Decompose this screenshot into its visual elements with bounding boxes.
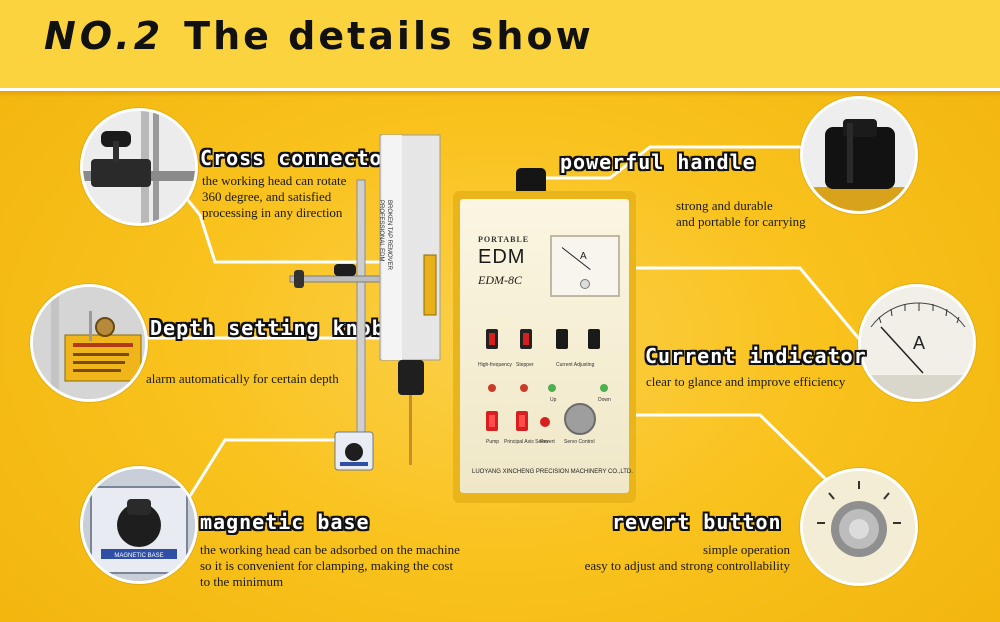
- heading-revert-button: revert button: [612, 510, 782, 534]
- switch-current-adjust-1[interactable]: [556, 329, 568, 349]
- desc-line: easy to adjust and strong controllabilit…: [584, 558, 790, 573]
- desc-line: strong and durable: [676, 198, 773, 213]
- switch-high-frequency[interactable]: [486, 329, 498, 349]
- meter-unit-label: A: [913, 333, 925, 353]
- label-current-adjusting: Current Adjusting: [556, 362, 595, 368]
- title-bar-shadow: [0, 91, 1000, 97]
- head-label-line-2: PROFESSIONAL EDM: [378, 200, 384, 262]
- inset-powerful-handle: [800, 96, 918, 214]
- label-stepper: Stepper: [516, 362, 534, 368]
- title-bar-divider: [0, 88, 1000, 91]
- inset-magnetic-base: MAGNETIC BASE: [80, 466, 198, 584]
- label-pump: Pump: [486, 439, 500, 445]
- desc-line: 360 degree, and satisfied: [202, 189, 332, 204]
- base-label-text: MAGNETIC BASE: [114, 553, 163, 559]
- label-principal-axis-servo: Principal Axis Servo: [504, 439, 549, 445]
- desc-line: alarm automatically for certain depth: [146, 371, 339, 386]
- heading-depth-setting: Depth setting knob: [150, 316, 385, 340]
- current-meter-photo: A: [861, 287, 973, 399]
- manufacturer-label: LUOYANG XINCHENG PRECISION MACHINERY CO.…: [472, 469, 633, 475]
- desc-line: the working head can rotate: [202, 173, 347, 188]
- label-servo-control: Servo Control: [564, 439, 595, 445]
- device-brand-top: PORTABLE: [478, 235, 530, 244]
- line-powerful-handle: [540, 145, 808, 180]
- line-magnetic-base: [173, 438, 345, 521]
- title-text: The details show: [184, 14, 594, 58]
- desc-line: simple operation: [702, 542, 790, 557]
- edm-handle: [516, 168, 546, 194]
- edm-front-panel: PORTABLE EDM EDM-8C A High-frequency Ste…: [460, 199, 633, 493]
- label-up: Up: [550, 397, 557, 403]
- desc-powerful-handle: strong and durable and portable for carr…: [676, 198, 806, 230]
- switch-stepper[interactable]: [520, 329, 532, 349]
- edm-device: PORTABLE EDM EDM-8C A High-frequency Ste…: [453, 191, 636, 503]
- ammeter-unit: A: [580, 251, 587, 262]
- desc-line: so it is convenient for clamping, making…: [200, 558, 454, 573]
- desc-magnetic-base: the working head can be adsorbed on the …: [200, 542, 460, 590]
- label-down: Down: [598, 397, 611, 403]
- heading-magnetic-base: magnetic base: [200, 510, 370, 534]
- desc-line: and portable for carrying: [676, 214, 806, 229]
- depth-knob-photo: [33, 287, 145, 399]
- inset-cross-connectors: [80, 108, 198, 226]
- revert-button-device[interactable]: [540, 417, 550, 427]
- line-revert-button: [590, 413, 847, 500]
- title-number: NO.2: [44, 14, 165, 58]
- switch-pump[interactable]: [486, 411, 498, 431]
- inset-revert-button: [800, 468, 918, 586]
- switch-current-adjust-2[interactable]: [588, 329, 600, 349]
- heading-current-indicator: Current indicator: [645, 344, 867, 368]
- inset-current-indicator: A: [858, 284, 976, 402]
- desc-depth-setting: alarm automatically for certain depth: [146, 371, 339, 387]
- device-name: EDM: [478, 246, 526, 268]
- cross-connector-photo: [83, 111, 195, 223]
- handle-photo: [803, 99, 915, 211]
- lamp-up: [548, 384, 556, 392]
- lamp-down: [600, 384, 608, 392]
- desc-cross-connectors: the working head can rotate 360 degree, …: [202, 173, 346, 221]
- lamp-1: [488, 384, 496, 392]
- ammeter-zero-knob: [580, 279, 590, 289]
- inset-depth-setting: [30, 284, 148, 402]
- desc-current-indicator: clear to glance and improve efficiency: [646, 374, 845, 390]
- heading-powerful-handle: powerful handle: [560, 150, 756, 174]
- desc-line: the working head can be adsorbed on the …: [200, 542, 460, 557]
- revert-knob-photo: [803, 471, 915, 583]
- heading-cross-connectors: Cross connectors: [200, 146, 409, 170]
- ammeter: A: [550, 235, 620, 297]
- switch-principal-axis-servo[interactable]: [516, 411, 528, 431]
- title-bar: [0, 0, 1000, 90]
- desc-line: clear to glance and improve efficiency: [646, 374, 846, 389]
- head-label-line-1: BROKEN TAP REMOVER: [386, 200, 392, 271]
- page-title: NO.2 The details show: [44, 14, 594, 58]
- label-revert: Revert: [540, 439, 555, 445]
- label-high-frequency: High-frequency: [478, 362, 512, 368]
- device-model: EDM-8C: [478, 273, 522, 287]
- servo-control-knob[interactable]: [564, 403, 596, 435]
- magnetic-base-photo: MAGNETIC BASE: [83, 469, 195, 581]
- desc-line: processing in any direction: [202, 205, 343, 220]
- lamp-2: [520, 384, 528, 392]
- line-current-indicator: [590, 266, 862, 341]
- desc-line: to the minimum: [200, 574, 284, 589]
- desc-revert-button: simple operation easy to adjust and stro…: [540, 542, 790, 574]
